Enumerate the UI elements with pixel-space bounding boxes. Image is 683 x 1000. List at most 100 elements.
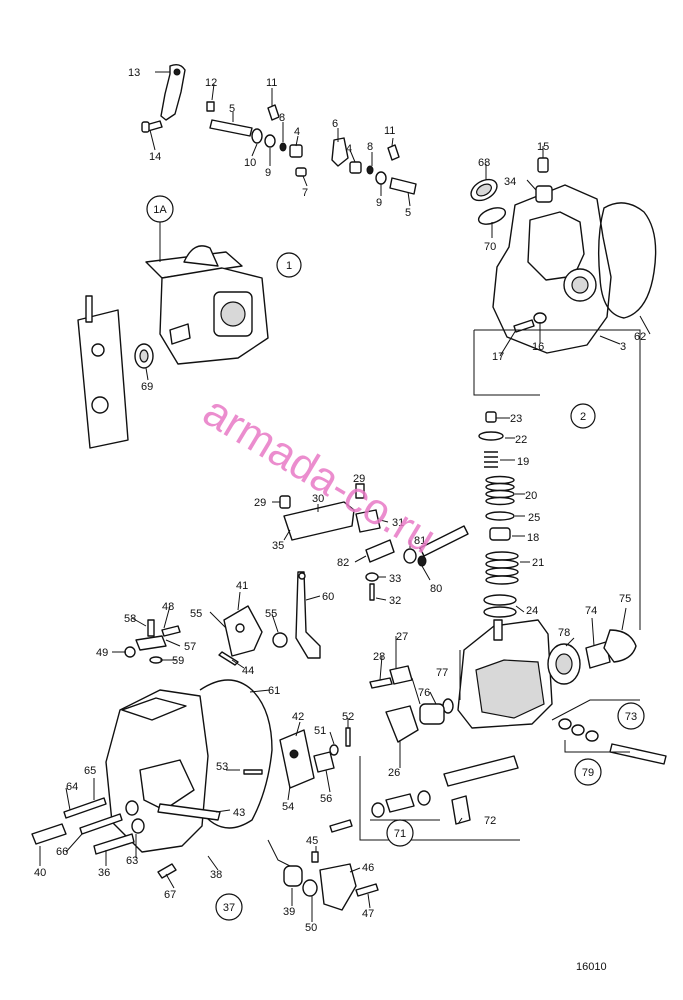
clip-part — [387, 144, 400, 161]
outer-spring-part — [485, 551, 519, 585]
plunger-part — [419, 703, 445, 725]
washer-part — [302, 879, 318, 897]
plate-hole — [91, 343, 105, 357]
spring-part — [385, 793, 415, 813]
callout-label: 15 — [537, 141, 549, 153]
callout-label: 76 — [418, 687, 430, 699]
drawing-code: 16010 — [576, 961, 607, 973]
svg-text:2: 2 — [580, 411, 586, 423]
circled-group-labels: 1 1A 2 71 73 79 37 — [146, 195, 645, 921]
callout-label: 5 — [405, 207, 411, 219]
engine-plate-part — [77, 309, 129, 449]
callout-label: 33 — [389, 573, 401, 585]
bottom-linkage-group — [267, 817, 463, 922]
washer-part — [585, 730, 599, 742]
callout-label: 44 — [242, 665, 254, 677]
bearing-inner — [555, 653, 573, 675]
washer-part — [251, 128, 263, 144]
plug-part — [535, 185, 553, 203]
pin-part — [329, 819, 353, 833]
group-callout: 1A — [146, 195, 174, 223]
callout-label: 45 — [306, 835, 318, 847]
lever-part — [331, 137, 349, 167]
control-linkage-group — [272, 483, 469, 601]
shim-part — [483, 594, 517, 606]
sleeve-part — [489, 527, 511, 541]
washer-part — [485, 511, 515, 521]
bracket-hole — [235, 623, 245, 633]
callout-label: 80 — [430, 583, 442, 595]
cover-inner-part — [139, 759, 195, 811]
washer-part — [366, 165, 374, 175]
bolt-part — [609, 743, 667, 765]
throttle-lever-group — [209, 571, 321, 669]
nut-part — [349, 161, 362, 174]
washer-part — [371, 802, 385, 818]
large-spring-part — [485, 475, 515, 506]
bolt-part — [63, 797, 107, 819]
lever-part — [283, 501, 355, 541]
callout-label: 23 — [510, 413, 522, 425]
callout-label: 21 — [532, 557, 544, 569]
gasket-part — [477, 207, 507, 225]
pump-head-group — [329, 607, 667, 841]
washer-part — [272, 632, 288, 648]
callout-label: 61 — [268, 685, 280, 697]
watermark-text: armada-co.ru — [195, 387, 445, 564]
callout-label: 81 — [414, 535, 426, 547]
callout-label: 3 — [620, 341, 626, 353]
callout-label: 74 — [585, 605, 597, 617]
bushing-part — [283, 865, 303, 887]
spring-stack-group — [478, 411, 530, 618]
group-callout: 73 — [617, 702, 645, 730]
callout-label: 55 — [190, 608, 202, 620]
pump-head-pin — [493, 619, 503, 641]
callout-label: 32 — [389, 595, 401, 607]
stud-part — [85, 295, 93, 323]
pin-part — [311, 851, 319, 863]
lever-part — [319, 863, 357, 911]
callout-label: 78 — [558, 627, 570, 639]
top-linkage-group — [141, 63, 417, 207]
callout-label: 39 — [283, 906, 295, 918]
shaft-part — [157, 803, 221, 821]
callout-label: 16 — [532, 341, 544, 353]
linkage-lever-part — [365, 539, 395, 563]
bolt-part — [93, 833, 135, 855]
plate-part — [279, 729, 315, 789]
callout-label: 9 — [376, 197, 382, 209]
bracket-part — [355, 509, 381, 533]
washer-part — [533, 312, 547, 324]
callout-label: 38 — [210, 869, 222, 881]
callout-label: 60 — [322, 591, 334, 603]
washer-part — [417, 790, 431, 806]
group-callout: 79 — [574, 758, 602, 786]
svg-text:37: 37 — [223, 902, 235, 914]
callout-label: 41 — [236, 580, 248, 592]
callout-label: 70 — [484, 241, 496, 253]
callout-label: 43 — [233, 807, 245, 819]
callout-label: 56 — [320, 793, 332, 805]
svg-text:1A: 1A — [153, 204, 167, 216]
callout-label: 5 — [229, 103, 235, 115]
callout-label: 11 — [266, 77, 277, 89]
callout-label: 65 — [84, 765, 96, 777]
group-callout: 71 — [386, 819, 414, 847]
callout-label: 68 — [478, 157, 490, 169]
group-callout: 37 — [215, 893, 243, 921]
callout-label: 52 — [342, 711, 354, 723]
svg-text:79: 79 — [582, 767, 594, 779]
screw-part — [161, 625, 181, 637]
svg-text:1: 1 — [286, 260, 292, 272]
callout-label: 4 — [346, 143, 352, 155]
seal-ring-inner — [476, 183, 492, 197]
screw-head — [295, 167, 307, 177]
nut-part — [124, 646, 136, 658]
callout-label: 14 — [149, 151, 161, 163]
callout-label: 72 — [484, 815, 496, 827]
pump-body-dome — [183, 245, 219, 267]
bolt-part — [79, 813, 123, 835]
callout-label: 75 — [619, 593, 631, 605]
svg-text:73: 73 — [625, 711, 637, 723]
callout-label: 46 — [362, 862, 374, 874]
